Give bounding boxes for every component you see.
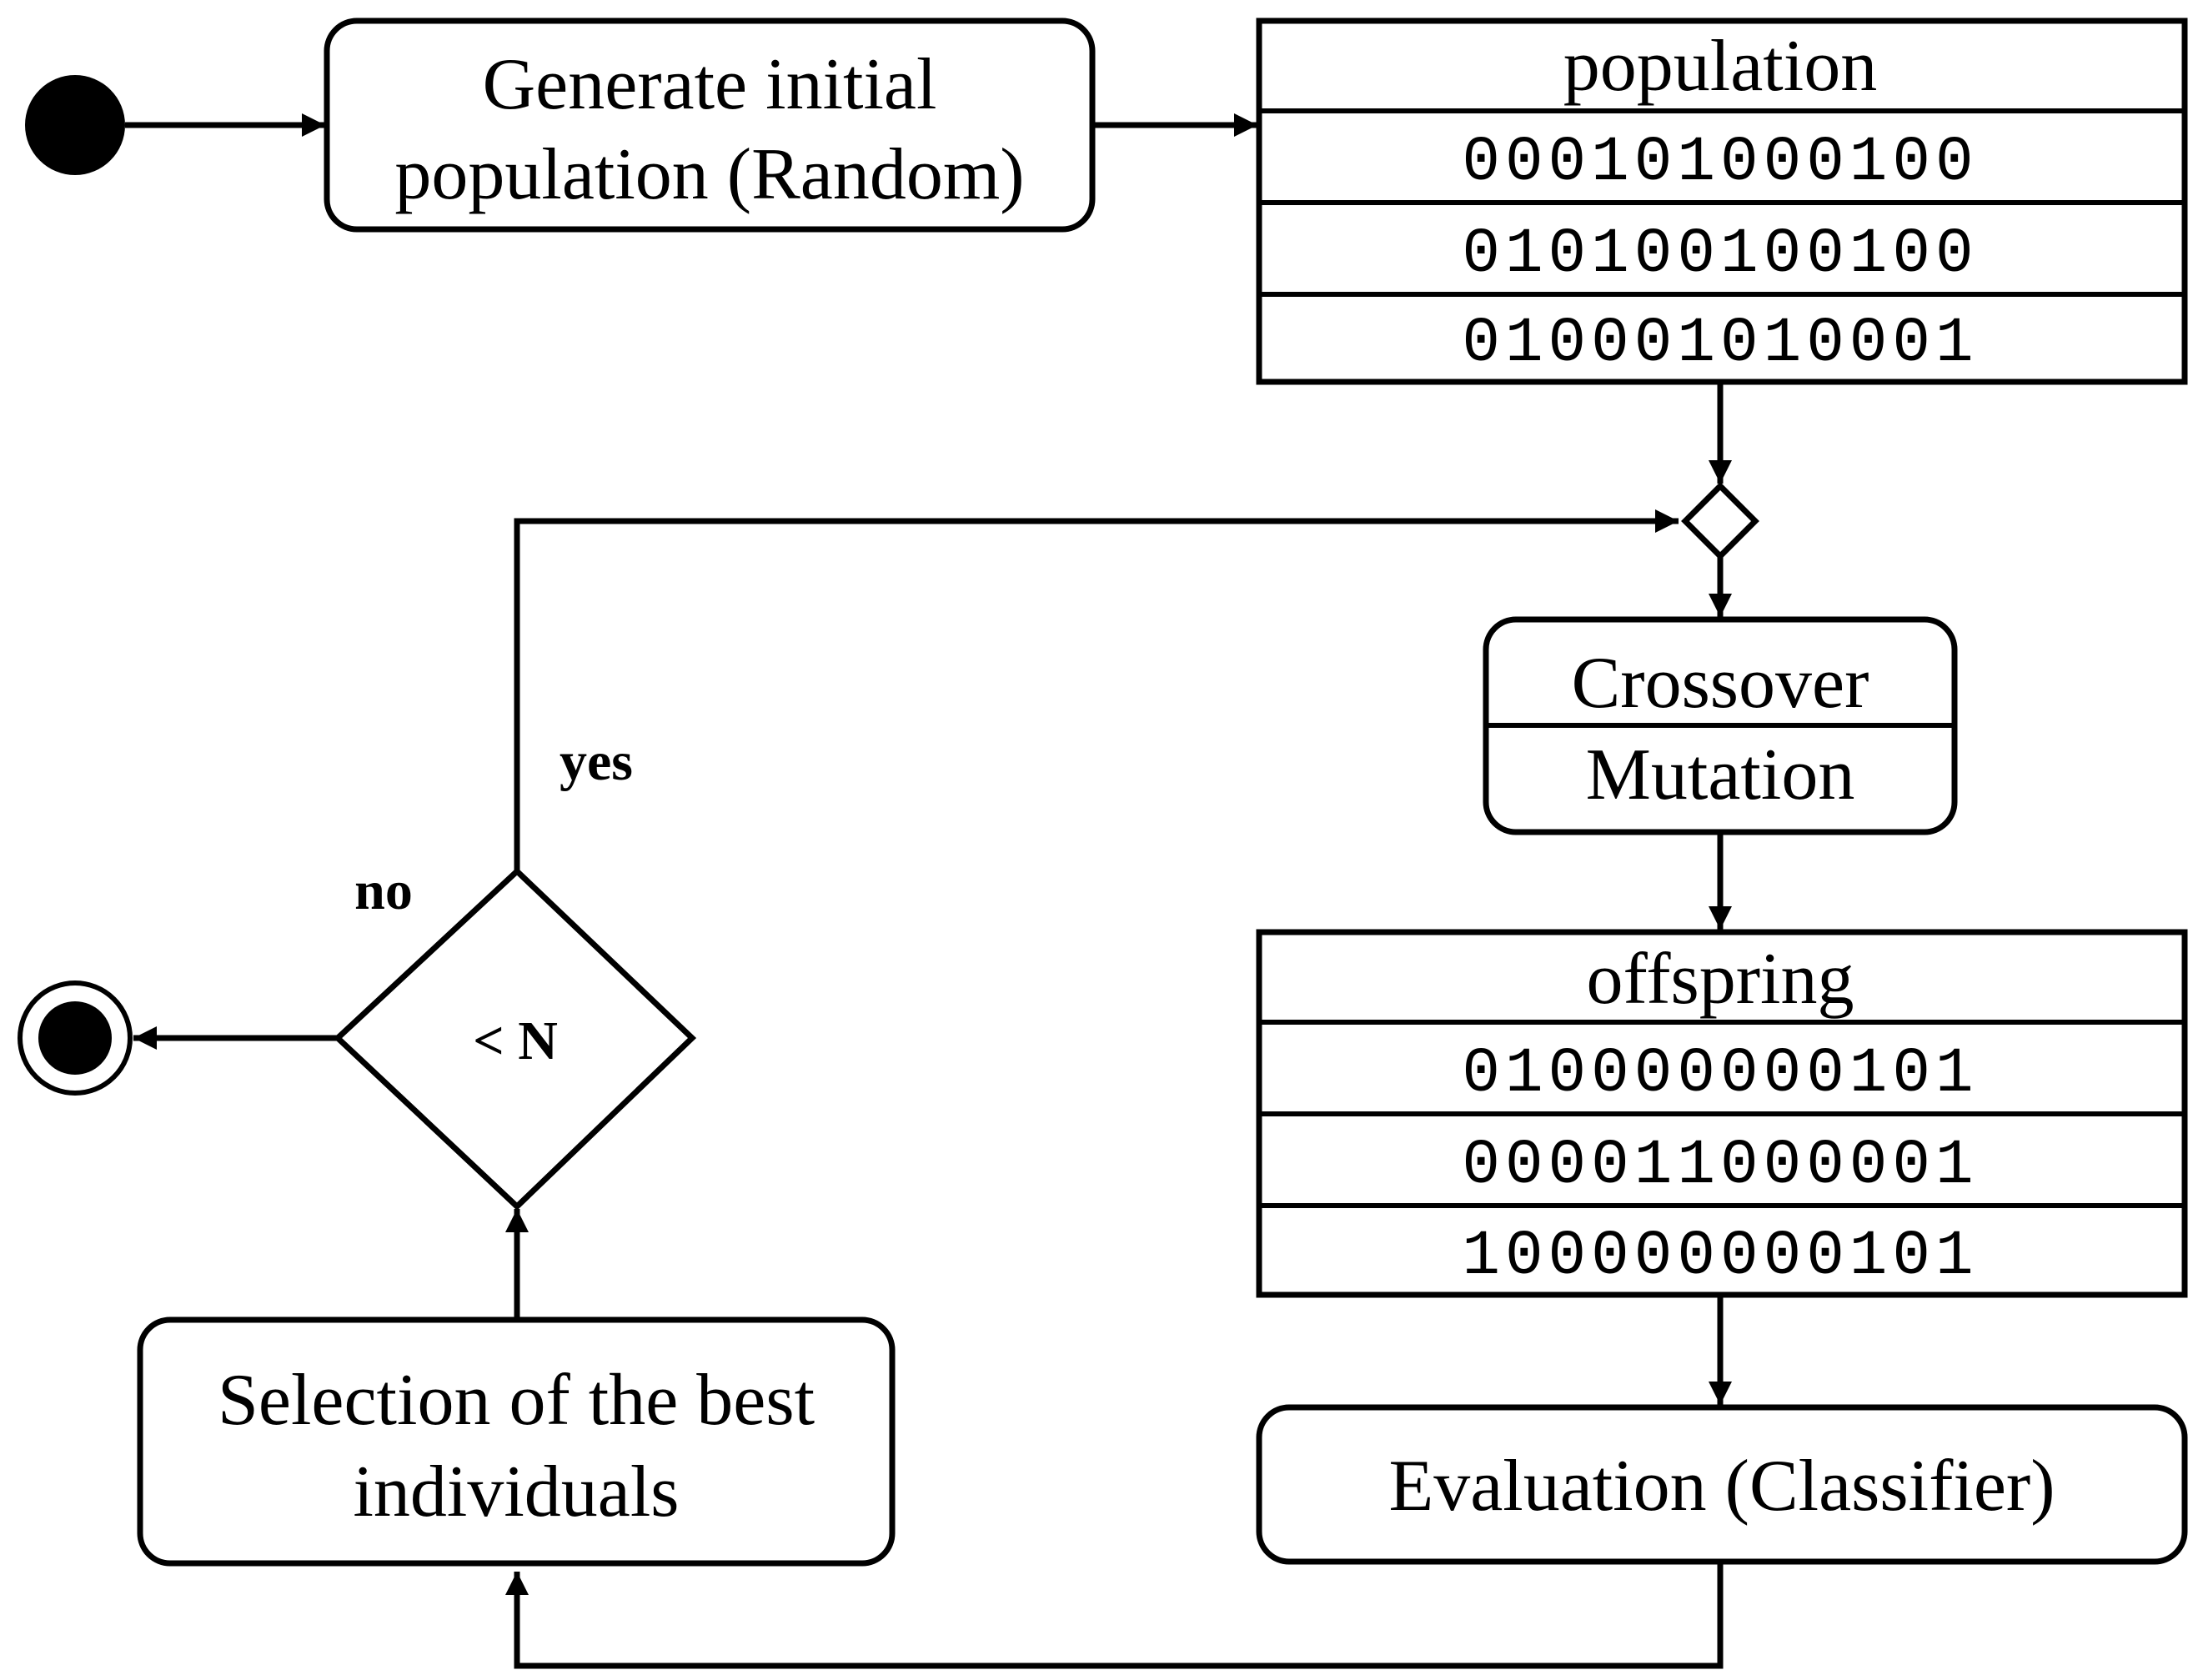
population-row: 010001010001 xyxy=(1462,308,1978,379)
crossover-label: Crossover xyxy=(1572,643,1869,724)
population-row: 000101000100 xyxy=(1462,127,1978,198)
selection-label-line1: Selection of the best xyxy=(218,1360,815,1441)
decision-node: < N xyxy=(333,867,697,1211)
variation-action: Crossover Mutation xyxy=(1483,616,1958,835)
selection-label-line2: individuals xyxy=(353,1452,679,1532)
guard-yes-label: yes xyxy=(560,731,633,792)
population-object-node: population 000101000100 010100100100 010… xyxy=(1256,18,2188,385)
offspring-row: 100000000101 xyxy=(1462,1221,1978,1292)
initial-node xyxy=(25,75,125,175)
mutation-label: Mutation xyxy=(1586,735,1855,815)
offspring-title: offspring xyxy=(1586,939,1854,1020)
decision-label: < N xyxy=(473,1011,558,1071)
evaluation-action: Evaluation (Classifier) xyxy=(1256,1404,2188,1565)
population-title: population xyxy=(1563,26,1877,107)
offspring-row: 010000000101 xyxy=(1462,1038,1978,1110)
generate-label-line1: Generate initial xyxy=(483,44,937,125)
edge-decision-yes-loop xyxy=(514,509,1679,871)
generate-population-action: Generate initial population (Random) xyxy=(324,18,1096,233)
population-row: 010100100100 xyxy=(1462,218,1978,290)
guard-no-label: no xyxy=(354,860,413,921)
selection-action: Selection of the best individuals xyxy=(137,1316,896,1567)
evaluation-label: Evaluation (Classifier) xyxy=(1388,1446,2055,1527)
offspring-row: 000011000001 xyxy=(1462,1130,1978,1201)
offspring-object-node: offspring 010000000101 000011000001 1000… xyxy=(1256,929,2188,1298)
edge-evaluation-to-selection xyxy=(505,1563,1724,1669)
generate-label-line2: population (Random) xyxy=(394,134,1024,215)
merge-node xyxy=(1681,482,1759,560)
final-node xyxy=(18,980,133,1096)
edges xyxy=(125,113,1732,1669)
